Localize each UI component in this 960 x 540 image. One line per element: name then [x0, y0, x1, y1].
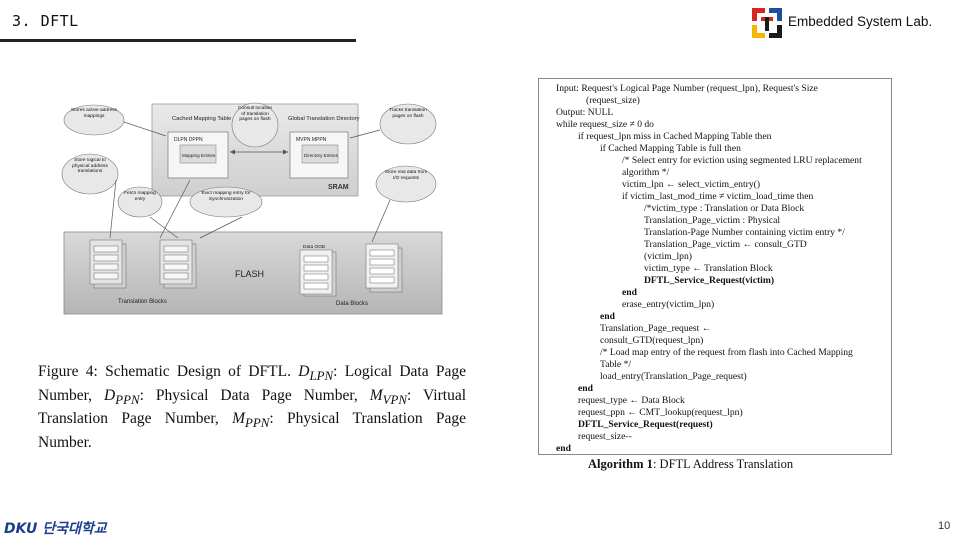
university-logo: DKU 단국대학교 [4, 521, 108, 537]
data-blocks-label: Data Blocks [336, 301, 368, 307]
data-block-stacks [299, 243, 403, 297]
bubble-consult [231, 102, 279, 148]
caption-text-5: : Physical Translation Page Number. [38, 410, 466, 451]
algo-line: erase_entry(victim_lpn) [622, 299, 715, 310]
sram-label: SRAM [328, 184, 349, 191]
caption-text-2: : Logical Data Page Number, [38, 363, 466, 404]
data-oob-label: Data OOB [303, 244, 325, 250]
algo-line: victim_lpn ← select_victim_entry() [622, 179, 761, 190]
algo-line: Table */ [600, 359, 632, 370]
algorithm-box [538, 78, 892, 455]
caption-text-1: Schematic Design of DFTL. [105, 363, 291, 380]
cmt-cols: DLPN DPPN [174, 137, 203, 143]
figure-caption: Figure 4: Schematic Design of DFTL. DLPN… [38, 362, 466, 452]
slide-title: 3. DFTL [12, 12, 79, 30]
algo-line: request_size-- [578, 431, 632, 442]
algo-line: DFTL_Service_Request(request) [578, 419, 713, 430]
algo-line: Translation_Page_victim ← consult_GTD [644, 239, 807, 250]
algo-line: /* Select entry for eviction using segme… [622, 155, 862, 166]
caption-sub-1: LPN [309, 368, 334, 384]
gtd-entries: Directory Entries [304, 153, 339, 158]
bubble-fetch-mapping [117, 186, 163, 218]
algo-line: Translation-Page Number containing victi… [644, 227, 845, 238]
algo-line: end [556, 443, 571, 454]
caption-sym-2: D [104, 386, 116, 404]
algo-line: victim_type ← Translation Block [644, 263, 773, 274]
algo-line: Output: NULL [556, 107, 614, 118]
algo-caption-label: Algorithm 1 [588, 457, 653, 471]
caption-prefix: Figure 4: [38, 363, 98, 380]
caption-sym-3: M [369, 386, 383, 404]
lab-logo-icon [752, 8, 782, 38]
algo-line: end [600, 311, 615, 322]
translation-block-stacks [89, 239, 197, 289]
algo-caption-text: : DFTL Address Translation [652, 457, 794, 471]
algorithm-caption: Algorithm 1: DFTL Address Translation [588, 457, 793, 472]
caption-sub-4: PPN [245, 415, 270, 431]
cmt-title: Cached Mapping Table [172, 116, 231, 122]
algo-line: if Cached Mapping Table is full then [600, 143, 741, 154]
translation-blocks-label: Translation Blocks [118, 299, 167, 305]
gtd-cols: MVPN MPPN [296, 137, 327, 143]
bubble-store-logical [61, 153, 119, 195]
bubble-store-real [375, 165, 437, 203]
page-number: 10 [938, 520, 951, 532]
bubble-evict-mapping [189, 186, 263, 218]
algorithm-lines: Input: Request's Logical Page Number (re… [556, 83, 890, 455]
university-logo-text: DKU 단국대학교 [4, 521, 108, 537]
algo-line: while request_size ≠ 0 do [556, 119, 654, 130]
lab-name: Embedded System Lab. [788, 14, 933, 29]
algo-line: /* Load map entry of the request from fl… [600, 347, 853, 358]
algo-line: (request_size) [586, 95, 640, 106]
caption-sub-2: PPN [115, 391, 140, 407]
algo-line: if request_lpn miss in Cached Mapping Ta… [578, 131, 772, 142]
algo-line: request_ppn ← CMT_lookup(request_lpn) [578, 407, 743, 418]
gtd-title: Global Translation Directory [288, 116, 360, 122]
caption-text-3: : Physical Data Page Number, [139, 386, 358, 404]
cached-mapping-table-box [167, 131, 229, 179]
algo-line: algorithm */ [622, 167, 670, 178]
algo-line: Input: Request's Logical Page Number (re… [556, 83, 818, 94]
algo-line: (victim_lpn) [644, 251, 692, 262]
cmt-entries: Mapping Entries [182, 153, 216, 158]
algo-line: end [578, 383, 593, 394]
algo-line: Translation_Page_request ← [600, 323, 712, 334]
caption-sym-4: M [232, 410, 246, 428]
caption-sym-1: D [298, 363, 310, 380]
caption-sub-3: VPN [382, 391, 408, 407]
algo-line: Translation_Page_victim : Physical [644, 215, 781, 226]
algo-line: /*victim_type : Translation or Data Bloc… [644, 203, 805, 214]
flash-label: FLASH [235, 269, 264, 279]
algo-line: if victim_last_mod_time ≠ victim_load_ti… [622, 191, 814, 202]
algo-line: load_entry(Translation_Page_request) [600, 371, 747, 382]
algo-line: DFTL_Service_Request(victim) [644, 275, 775, 286]
algo-line: end [622, 287, 637, 298]
algo-line: consult_GTD(request_lpn) [600, 335, 704, 346]
dftl-schematic-figure: SRAM Cached Mapping Table DLPN DPPN Mapp… [61, 102, 443, 315]
caption-text-4: : Virtual Translation Page Number, [38, 386, 466, 428]
bubble-tracks [379, 103, 437, 145]
bubble-stores-active [63, 104, 125, 136]
algo-line: request_type ← Data Block [578, 395, 685, 406]
title-underline [0, 39, 356, 42]
